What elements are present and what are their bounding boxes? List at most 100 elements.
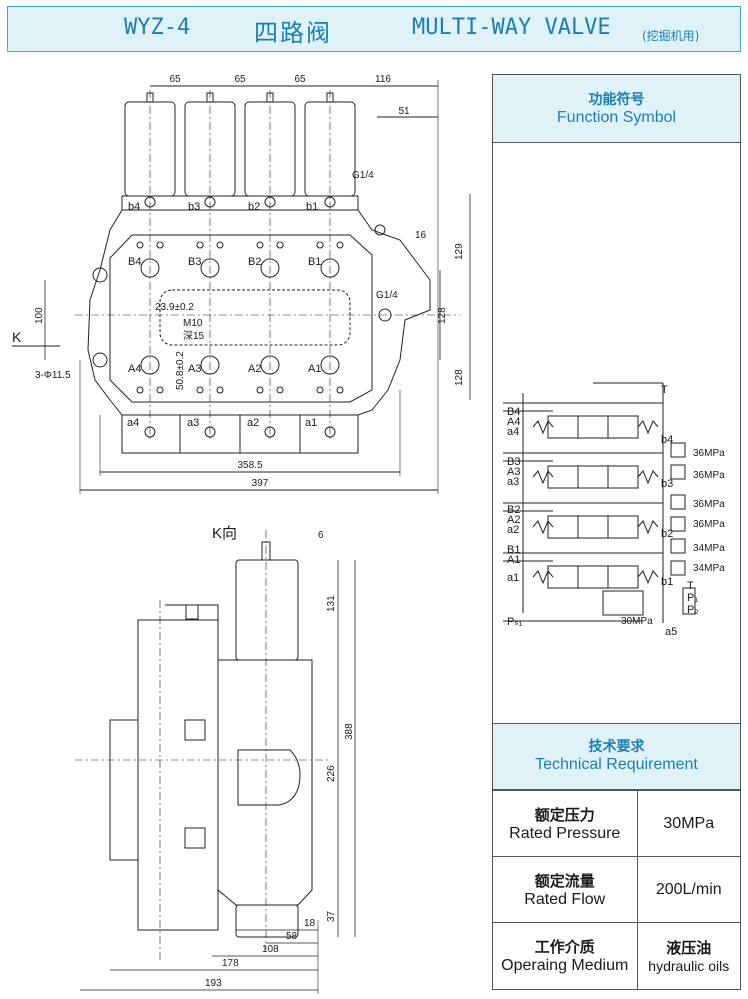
row-label-cn: 额定压力: [534, 806, 595, 824]
schematic-label: a2: [507, 524, 519, 536]
schematic-label: B2: [507, 504, 520, 516]
port-label: a1: [305, 417, 317, 429]
function-symbol-title-en: Function Symbol: [556, 109, 677, 126]
table-row: 工作介质 Operaing Medium 液压油 hydraulic oils: [493, 922, 740, 989]
dim-label: 226: [326, 765, 337, 782]
dim-label: 358.5: [237, 460, 262, 471]
port-label: a3: [187, 417, 199, 429]
port-label: B2: [248, 256, 261, 268]
dim-label: 128: [454, 369, 465, 386]
valve-name-en: MULTI-WAY VALVE: [412, 15, 611, 40]
spool-section: [532, 565, 659, 589]
schematic-label: b2: [661, 528, 673, 540]
tech-req-title-en: Technical Requirement: [535, 756, 698, 773]
port-label: B1: [308, 256, 321, 268]
dim-label: 116: [375, 74, 391, 85]
port-label: A3: [188, 363, 201, 375]
row-value-cn: 液压油: [666, 939, 712, 958]
drawing-svg: 65 65 65 116 51 G1/4 16 129 G1/4 128 128…: [12, 74, 471, 994]
dim-label: 51: [398, 106, 410, 117]
technical-requirement-header: 技术要求 Technical Requirement: [493, 723, 740, 790]
row-label-en: Rated Pressure: [509, 825, 621, 842]
schematic-label: P₁: [687, 592, 698, 604]
spool-section: [532, 465, 659, 489]
port-holes: [136, 196, 344, 438]
schematic-svg: B4 A4 a4 B3 A3 a3 B2 A2 a2 B1 A1 a1 Pₛ₁ …: [503, 382, 725, 638]
dim-label: 58: [286, 931, 298, 942]
spec-panel: 功能符号 Function Symbol: [492, 74, 741, 990]
schematic-label: B1: [507, 544, 520, 556]
pressure-label: 34MPa: [693, 563, 725, 574]
port-label: B4: [128, 256, 141, 268]
row-value-en: hydraulic oils: [648, 958, 730, 975]
row-value: 200L/min: [655, 880, 722, 898]
port-label: A1: [308, 363, 321, 375]
pressure-label: 34MPa: [693, 543, 725, 554]
usage-note: (挖掘机用): [642, 29, 700, 43]
pressure-label: 36MPa: [693, 499, 725, 510]
port-label: a4: [127, 417, 139, 429]
row-label-en: Rated Flow: [524, 891, 606, 908]
valve-name-cn: 四路阀: [254, 19, 332, 47]
schematic-label: a5: [665, 626, 677, 638]
hydraulic-schematic: B4 A4 a4 B3 A3 a3 B2 A2 a2 B1 A1 a1 Pₛ₁ …: [493, 143, 740, 721]
view-arrow-label: K: [12, 329, 22, 345]
dim-label: 65: [234, 74, 246, 85]
top-view: [12, 80, 471, 494]
schematic-label: B4: [507, 406, 520, 418]
side-view-title: K向: [212, 525, 237, 542]
schematic-label: T: [661, 384, 668, 396]
dim-label: 108: [262, 944, 279, 955]
spool-section: [532, 515, 659, 539]
dim-label: M10: [183, 318, 203, 329]
schematic-label: P₂: [687, 604, 699, 616]
port-label: A2: [248, 363, 261, 375]
dim-label: 178: [222, 958, 239, 969]
schematic-label: a1: [507, 572, 519, 584]
port-label: b2: [248, 201, 260, 213]
pressure-label: 36MPa: [693, 470, 725, 481]
dim-label: 3-Φ11.5: [35, 370, 71, 381]
function-symbol-header: 功能符号 Function Symbol: [493, 75, 740, 143]
port-label: b1: [306, 201, 318, 213]
schematic-label: T: [687, 580, 694, 592]
table-row: 额定压力 Rated Pressure 30MPa: [493, 790, 740, 857]
side-view: [75, 530, 356, 994]
pressure-label: 30MPa: [621, 616, 653, 627]
port-label: b4: [128, 201, 140, 213]
pressure-label: 36MPa: [693, 519, 725, 530]
schematic-label: b4: [661, 434, 673, 446]
table-row: 额定流量 Rated Flow 200L/min: [493, 856, 740, 923]
schematic-label: A4: [507, 416, 520, 428]
schematic-label: b1: [661, 576, 673, 588]
dim-label: 16: [415, 230, 427, 241]
schematic-label: a3: [507, 476, 519, 488]
row-label-en: Operaing Medium: [501, 957, 629, 975]
schematic-label: b3: [661, 478, 673, 490]
title-banner: WYZ-4 四路阀 MULTI-WAY VALVE (挖掘机用): [7, 6, 741, 52]
dim-label: 深15: [183, 330, 205, 342]
row-label-cn: 工作介质: [534, 938, 595, 957]
row-label-cn: 额定流量: [534, 872, 595, 890]
dim-label: 6: [318, 530, 324, 541]
technical-requirement-table: 额定压力 Rated Pressure 30MPa 额定流量 Rated Flo…: [493, 790, 740, 989]
dim-label: 65: [294, 74, 306, 85]
dim-label: 23.9±0.2: [155, 302, 194, 313]
dim-label: 128: [437, 307, 448, 324]
schematic-label: A1: [507, 554, 520, 566]
dim-label: 18: [304, 918, 316, 929]
port-label: b3: [188, 201, 200, 213]
dim-label: 131: [326, 595, 337, 612]
schematic-label: B3: [507, 456, 520, 468]
port-label: A4: [128, 363, 141, 375]
port-label: a2: [247, 417, 259, 429]
schematic-label: A3: [507, 466, 520, 478]
function-symbol-title-cn: 功能符号: [588, 92, 645, 108]
schematic-label: a4: [507, 426, 519, 438]
engineering-drawing: 65 65 65 116 51 G1/4 16 129 G1/4 128 128…: [0, 60, 490, 999]
port-label: B3: [188, 256, 201, 268]
dim-label: G1/4: [376, 290, 398, 301]
pressure-label: 36MPa: [693, 448, 725, 459]
dim-label: 129: [454, 243, 465, 260]
dim-label: 397: [252, 478, 269, 489]
